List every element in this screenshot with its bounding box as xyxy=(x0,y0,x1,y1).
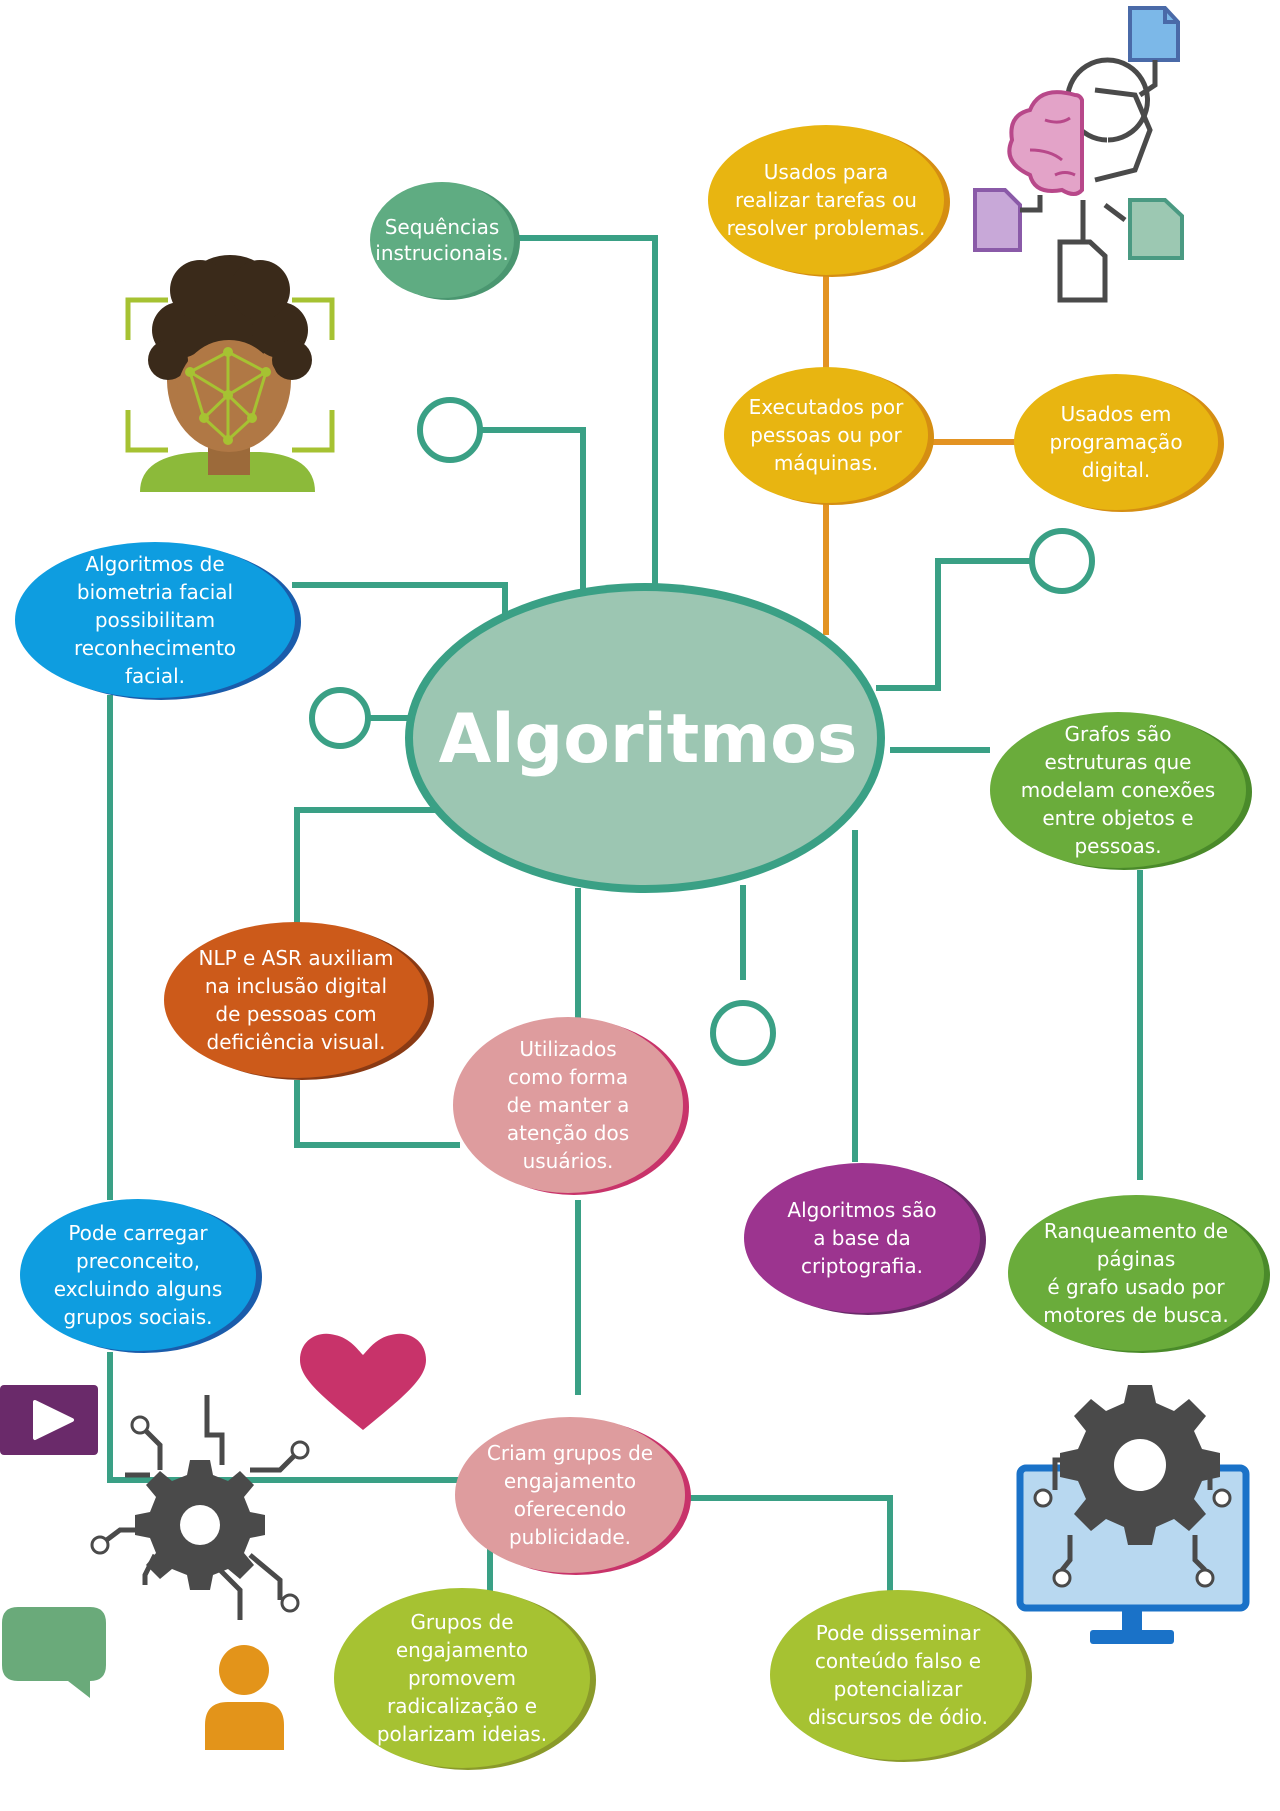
node-text-line: Sequências xyxy=(385,215,500,239)
node-shape xyxy=(455,1417,685,1573)
node-shape xyxy=(1008,1195,1264,1351)
node-text-line: potencializar xyxy=(834,1677,963,1701)
node-text-line: como forma xyxy=(508,1065,628,1089)
node-radicalizacao: Grupos de engajamento promovem radicalizaçã… xyxy=(334,1588,596,1770)
node-usados-tarefas: Usados para realizar tarefas ou resolver p… xyxy=(708,125,950,277)
node-text-line: preconceito, xyxy=(76,1249,200,1273)
node-text-line: máquinas. xyxy=(774,451,878,475)
node-text-line: usuários. xyxy=(523,1149,614,1173)
node-text-line: Pode disseminar xyxy=(816,1621,981,1645)
node-text-line: criptografia. xyxy=(801,1254,923,1278)
node-text-line: a base da xyxy=(813,1226,911,1250)
node-utilizados: Utilizados como forma de manter a atenção d… xyxy=(453,1017,689,1195)
node-text-line: reconhecimento xyxy=(74,636,236,660)
node-shape xyxy=(164,922,428,1078)
node-preconceito: Pode carregar preconceito, excluindo algun… xyxy=(20,1199,262,1353)
chat-bubble-icon xyxy=(2,1607,106,1698)
node-shape xyxy=(990,712,1246,868)
node-shape xyxy=(1014,374,1218,510)
node-text-line: de manter a xyxy=(507,1093,630,1117)
node-text-line: instrucionais. xyxy=(375,241,508,265)
node-text-line: entre objetos e xyxy=(1042,806,1193,830)
node-text-line: conteúdo falso e xyxy=(815,1649,981,1673)
node-text-line: modelam conexões xyxy=(1021,778,1215,802)
node-text-line: discursos de ódio. xyxy=(808,1705,988,1729)
node-text-line: é grafo usado por xyxy=(1047,1275,1225,1299)
node-text-line: Ranqueamento de xyxy=(1044,1219,1228,1243)
node-text-line: de pessoas com xyxy=(215,1002,376,1026)
node-shape xyxy=(724,367,928,503)
node-text-line: publicidade. xyxy=(509,1525,631,1549)
play-button-icon xyxy=(0,1385,98,1455)
node-text-line: Criam grupos de xyxy=(487,1441,653,1465)
center-title: Algoritmos xyxy=(439,700,858,779)
node-shape xyxy=(744,1163,980,1313)
node-text-line: motores de busca. xyxy=(1043,1303,1228,1327)
node-shape xyxy=(453,1017,683,1193)
node-text-line: biometria facial xyxy=(77,580,233,604)
heart-icon xyxy=(300,1333,426,1430)
node-text-line: Grafos são xyxy=(1065,722,1172,746)
node-shape xyxy=(708,125,944,275)
node-text-line: Executados por xyxy=(749,395,905,419)
node-shape xyxy=(15,542,295,698)
node-text-line: Algoritmos são xyxy=(787,1198,936,1222)
decorative-ring-top xyxy=(417,397,483,463)
node-ranqueamento: Ranqueamento de páginas é grafo usado por m… xyxy=(1008,1195,1270,1353)
node-text-line: atenção dos xyxy=(507,1121,629,1145)
node-text-line: excluindo alguns xyxy=(54,1277,222,1301)
node-text-line: oferecendo xyxy=(514,1497,627,1521)
decorative-ring-left xyxy=(309,687,371,749)
decorative-ring-bottom xyxy=(710,1000,776,1066)
node-text-line: polarizam ideias. xyxy=(377,1722,547,1746)
monitor-gear-icon xyxy=(1016,1385,1250,1644)
node-text-line: programação xyxy=(1049,430,1182,454)
node-biometria: Algoritmos de biometria facial possibilita… xyxy=(15,542,301,700)
node-text-line: grupos sociais. xyxy=(63,1305,212,1329)
connector-lines xyxy=(107,235,1143,1600)
node-text-line: possibilitam xyxy=(95,608,215,632)
node-text-line: Utilizados xyxy=(519,1037,616,1061)
node-executados: Executados por pessoas ou por máquinas. xyxy=(724,367,934,505)
node-text-line: estruturas que xyxy=(1045,750,1192,774)
node-text-line: Pode carregar xyxy=(68,1221,208,1245)
node-text-line: na inclusão digital xyxy=(205,974,387,998)
node-shape xyxy=(334,1588,590,1768)
node-text-line: pessoas ou por xyxy=(750,423,902,447)
node-text-line: resolver problemas. xyxy=(727,216,926,240)
node-text-line: deficiência visual. xyxy=(207,1030,386,1054)
node-text-line: NLP e ASR auxiliam xyxy=(199,946,394,970)
center-node: Algoritmos xyxy=(405,583,885,893)
node-text-line: pessoas. xyxy=(1074,834,1161,858)
node-text-line: radicalização e xyxy=(387,1694,537,1718)
node-nlp: NLP e ASR auxiliam na inclusão digital de … xyxy=(164,922,434,1080)
node-text-line: Grupos de xyxy=(410,1610,513,1634)
node-text-line: engajamento xyxy=(504,1469,636,1493)
node-shape xyxy=(20,1199,256,1351)
node-text-line: engajamento xyxy=(396,1638,528,1662)
node-programacao: Usados em programação digital. xyxy=(1014,374,1224,512)
node-text-line: Algoritmos de xyxy=(85,552,224,576)
node-engajamento: Criam grupos de engajamento oferecendo publ… xyxy=(455,1417,691,1575)
node-disseminar: Pode disseminar conteúdo falso e potencial… xyxy=(770,1590,1032,1762)
node-text-line: páginas xyxy=(1097,1247,1176,1271)
node-text-line: Usados para xyxy=(764,160,888,184)
node-text-line: promovem xyxy=(408,1666,516,1690)
node-criptografia: Algoritmos são a base da criptografia. xyxy=(744,1163,986,1315)
decorative-ring-right xyxy=(1029,528,1095,594)
node-text-line: digital. xyxy=(1082,458,1151,482)
face-recognition-icon xyxy=(125,255,335,492)
node-text-line: realizar tarefas ou xyxy=(735,188,917,212)
node-text-line: facial. xyxy=(125,664,185,688)
node-grafos: Grafos são estruturas que modelam conexões… xyxy=(990,712,1252,870)
brain-gear-documents-icon xyxy=(973,6,1184,303)
node-shape xyxy=(370,182,514,298)
node-text-line: Usados em xyxy=(1061,402,1172,426)
circuit-gear-icon xyxy=(90,1395,310,1620)
node-shape xyxy=(770,1590,1026,1760)
user-person-icon xyxy=(205,1645,284,1750)
